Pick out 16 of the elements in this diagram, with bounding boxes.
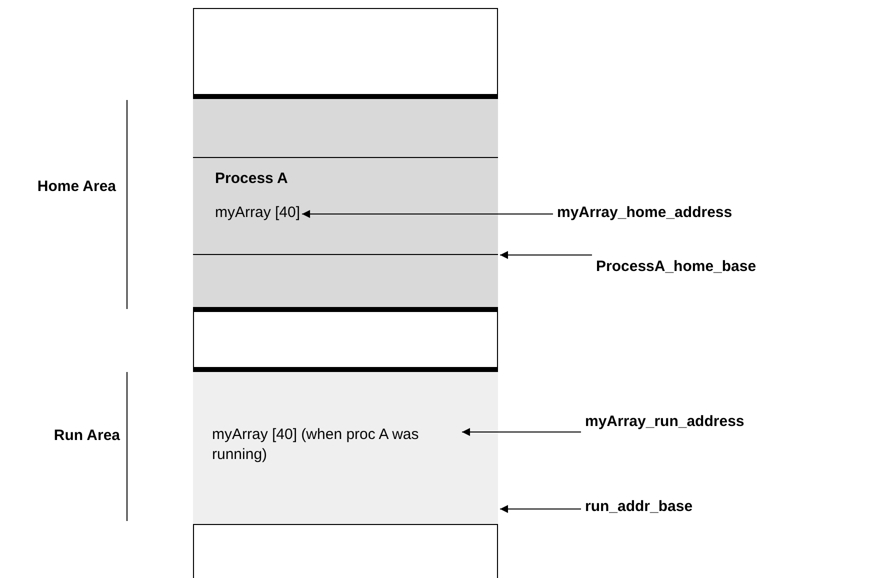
arrow <box>500 251 592 259</box>
variable-label: myArray [40] (when proc A was running) <box>212 425 460 465</box>
address-label: myArray_run_address <box>585 413 744 430</box>
area-label: Home Area <box>36 178 116 195</box>
address-label: myArray_home_address <box>557 204 732 221</box>
arrow <box>462 428 582 436</box>
home-area-band <box>193 94 498 312</box>
address-label: run_addr_base <box>585 498 693 515</box>
address-label: ProcessA_home_base <box>596 249 756 275</box>
run-area-band <box>193 367 498 525</box>
arrow <box>302 210 554 218</box>
variable-label: myArray [40] <box>215 204 300 221</box>
section-heading: Process A <box>215 170 288 187</box>
arrow <box>500 505 582 513</box>
area-label: Run Area <box>52 427 120 444</box>
process-section <box>193 157 498 255</box>
